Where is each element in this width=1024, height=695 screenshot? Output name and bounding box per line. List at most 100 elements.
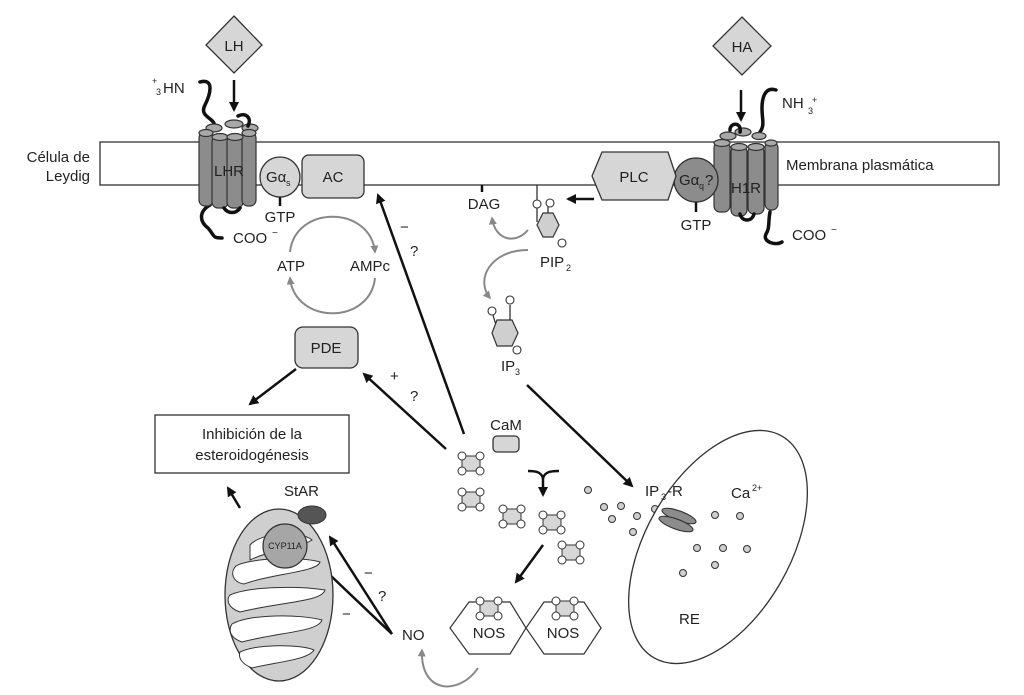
calcium-ion <box>711 511 719 519</box>
calcium-ion <box>743 545 751 553</box>
star-label: StAR <box>284 483 319 500</box>
inhibition-line1: Inhibición de la <box>202 426 303 443</box>
cell-label-line1: Célula de <box>27 149 90 166</box>
cyp11a-label: CYP11A <box>268 541 302 551</box>
atp-label: ATP <box>277 258 305 275</box>
h1r-label: H1R <box>731 180 761 197</box>
calcium-ion <box>617 502 625 510</box>
calcium-ion <box>711 561 719 569</box>
cam-to-ac-arrow <box>376 193 466 435</box>
nos-complex-2 <box>551 596 579 621</box>
endoplasmic-reticulum: RE Ca 2+ <box>627 429 809 665</box>
calcium-ion <box>679 569 687 577</box>
mitochondrion-to-inhibition-arrow <box>226 486 242 509</box>
nos-right-label: NOS <box>547 625 580 642</box>
ca-cam-complex-4 <box>538 510 566 535</box>
nos-bound-complexes <box>475 596 579 621</box>
gas-gtp-label: GTP <box>265 209 296 226</box>
pip2-label: PIP <box>540 254 564 271</box>
h1r-c-terminal-label: COO <box>792 227 826 244</box>
inhibition-box: Inhibición de la esteroidogénesis <box>154 414 350 474</box>
dag-label: DAG <box>468 196 501 213</box>
gaq-label: Gα <box>679 172 700 189</box>
ip3-label: IP <box>501 358 515 375</box>
ha-label: HA <box>732 39 753 56</box>
h1r-n-sup: + <box>812 95 817 105</box>
ca-cam-complex-2 <box>457 487 485 512</box>
cell-label-line2: Leydig <box>46 168 90 185</box>
h1r-c-terminal-chain <box>763 210 784 246</box>
ac-minus-sign: − <box>400 219 409 236</box>
calcium-ion <box>600 503 608 511</box>
no-label: NO <box>402 627 425 644</box>
ca-sup: 2+ <box>752 483 762 493</box>
lhr-n-pre-sub: 3 <box>156 87 161 97</box>
ip3-to-receptor-arrow <box>526 384 634 488</box>
calcium-ion <box>736 512 744 520</box>
gaq-sub: q <box>699 181 704 191</box>
cyp11a-enzyme <box>262 523 308 569</box>
pip2-to-dag-arc <box>488 216 529 240</box>
ca-cam-complex-1 <box>457 451 485 476</box>
calcium-ion <box>719 544 727 552</box>
nos-left-label: NOS <box>473 625 506 642</box>
no-to-star-arrow <box>328 535 394 635</box>
ca-cam-complex-3 <box>498 504 526 529</box>
pde-to-inhibition-arrow <box>248 368 297 406</box>
pip2-to-ip3-arc <box>482 249 529 300</box>
ip3r-suffix: -R <box>667 483 683 500</box>
nos-to-no-arc <box>417 648 479 688</box>
ac-label: AC <box>323 169 344 186</box>
lhr-label: LHR <box>214 163 244 180</box>
ip3r-label: IP <box>645 483 659 500</box>
er-calcium-ions <box>679 511 751 577</box>
free-calcium-ions <box>584 486 659 536</box>
calcium-ion <box>608 515 616 523</box>
calcium-ion <box>584 486 592 494</box>
lhr-n-terminal-chain <box>198 79 217 130</box>
nos-dimer: NOS NOS <box>449 601 602 655</box>
phospholipase-c: PLC <box>591 151 677 201</box>
cam-to-pde-arrow <box>362 372 447 450</box>
pde-label: PDE <box>311 340 342 357</box>
atp-to-ampc-arc <box>289 215 379 254</box>
lhr-c-terminal-label: COO <box>233 230 267 247</box>
ampc-label: AMPc <box>350 258 391 275</box>
ip3-molecule <box>487 295 522 355</box>
h1r-n-terminal-chain <box>758 87 778 134</box>
gas-label: Gα <box>266 169 287 186</box>
gaq-question: ? <box>705 172 713 189</box>
lhr-c-terminal-chain <box>199 203 224 240</box>
star-minus-sign: − <box>364 565 373 582</box>
lh-ligand: LH <box>205 15 263 74</box>
pip2-molecule <box>532 185 567 248</box>
re-label: RE <box>679 611 700 628</box>
gas-sub: s <box>286 178 291 188</box>
pde-plus-sign: + <box>390 368 399 385</box>
cam-protein <box>492 435 520 453</box>
membrane-label: Membrana plasmática <box>786 157 934 174</box>
lhr-receptor: LHR <box>198 79 259 240</box>
ip3-sub: 3 <box>515 367 520 377</box>
ca-cam-complexes <box>457 451 585 565</box>
phosphodiesterase: PDE <box>294 326 359 369</box>
ca-label: Ca <box>731 485 751 502</box>
pip2-sub: 2 <box>566 263 571 273</box>
lhr-n-pre-sup: + <box>152 76 157 86</box>
inhibition-junction <box>527 469 560 497</box>
h1r-receptor: H1R <box>713 87 784 246</box>
h1r-c-terminal-sup: − <box>831 225 837 236</box>
lhr-c-terminal-sup: − <box>272 228 278 239</box>
calcium-ion <box>629 528 637 536</box>
adenylate-cyclase: AC <box>301 154 365 199</box>
star-question-mark: ? <box>378 588 386 605</box>
mitochondrion: CYP11A <box>224 505 334 682</box>
ca-cam-complex-5 <box>557 540 585 565</box>
calcium-ion <box>633 512 641 520</box>
h1r-n-sub: 3 <box>808 106 813 116</box>
nos-right <box>525 601 602 655</box>
h1r-n-terminal-label: NH <box>782 95 804 112</box>
g-alpha-q: Gα q ? GTP <box>673 157 719 234</box>
ha-ligand: HA <box>712 16 772 76</box>
